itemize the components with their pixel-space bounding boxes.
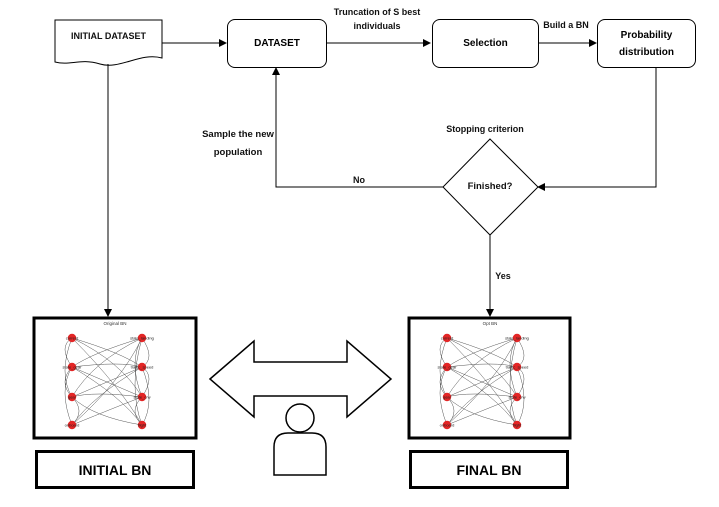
graph-edge [141,366,150,426]
dataset-label: DATASET [254,38,300,49]
graph-edge [71,393,143,398]
graph-node-label: state_crw [508,395,525,400]
graph-edge [446,337,518,398]
edge-finished-to-dataset [272,67,443,188]
graph-edge [446,393,518,398]
finished-diamond [442,138,539,236]
initial-dataset-shape [54,19,163,66]
graph-edge [439,366,448,426]
graph-node [137,362,147,372]
graph-node-label: onboard [440,423,455,428]
person-icon [273,403,327,476]
graph-node [512,362,522,372]
graph-node-label: traffic_speed [131,365,154,370]
graph-edge [446,337,518,398]
graph-node [512,333,522,343]
truncation-label: Truncation of S best individuals [333,7,421,31]
final-bn-title: FINAL BN [456,461,522,478]
initial-bn-panel [32,316,198,440]
graph-edge [446,337,518,426]
graph-node-label: flight [138,423,147,428]
graph-edge [509,337,518,426]
graph-edge [71,366,143,398]
double-arrow-icon [208,339,393,419]
graph-edge [71,396,143,426]
edge-probability-to-finished [537,67,657,191]
initial-bn-title-box: INITIAL BN [35,450,195,489]
graph-edge [446,337,518,426]
graph-node-label: flight [513,423,522,428]
stopping-criterion-label: Stopping criterion [446,124,524,134]
graph-edge [446,337,518,368]
graph-node [512,420,522,430]
sample-new-population-label: Sample the new population [202,129,274,159]
initial-dataset-label: INITIAL DATASET [71,31,146,41]
finished-label: Finished? [467,181,513,192]
graph-node [512,392,522,402]
graph-node [137,333,147,343]
graph-node-label: onboard [65,423,80,428]
graph-edge [71,337,143,368]
graph-node [67,362,77,372]
graph-edge [446,396,518,426]
graph-edge [516,366,525,426]
initial-bn-title: INITIAL BN [78,461,152,478]
graph-title: Opt BN [483,321,498,326]
graph-node-label: state_crw [133,395,150,400]
graph-edge [71,337,143,368]
selection-node: Selection [432,19,539,68]
graph-node [442,362,452,372]
graph-node [67,392,77,402]
yes-label: Yes [495,271,511,281]
graph-node-label: current [66,336,79,341]
graph-edge [446,337,518,368]
graph-node-label: state_landing [505,336,529,341]
graph-edge [446,366,518,398]
build-bn-label: Build a BN [543,20,589,30]
final-bn-graph: Opt BN current state_landing state_gear traf… [438,321,529,430]
graph-edge [71,337,143,426]
dataset-node: DATASET [227,19,327,68]
graph-edge [446,396,518,426]
graph-edge [134,337,143,426]
graph-node-label: state_gear [438,365,458,370]
graph-node [137,420,147,430]
probability-distribution-node: Probability distribution [597,19,696,68]
graph-node [67,420,77,430]
no-label: No [353,175,365,185]
graph-node-label: gear [443,395,452,400]
graph-edge [71,337,143,426]
graph-edge [71,396,143,426]
probability-distribution-label: Probability distribution [619,29,674,58]
graph-node-label: gear [68,395,77,400]
graph-node-label: traffic_speed [506,365,529,370]
graph-title: Original BN [103,321,126,326]
graph-edge [71,337,143,398]
graph-node [67,333,77,343]
final-bn-panel [407,316,572,440]
graph-node-label: state_landing [130,336,154,341]
selection-label: Selection [463,38,508,49]
graph-edge [439,337,448,398]
graph-node-label: state_gear [63,365,83,370]
graph-node-label: current [441,336,454,341]
graph-node [442,333,452,343]
graph-edge [71,363,143,368]
graph-node [137,392,147,402]
graph-node [442,420,452,430]
graph-edge [64,337,73,398]
graph-node [442,392,452,402]
graph-edge [446,363,518,368]
graph-edge [71,337,143,398]
graph-edge [64,366,73,426]
initial-bn-graph: Original BN current state_landing state_gea… [63,321,154,430]
final-bn-title-box: FINAL BN [409,450,569,489]
